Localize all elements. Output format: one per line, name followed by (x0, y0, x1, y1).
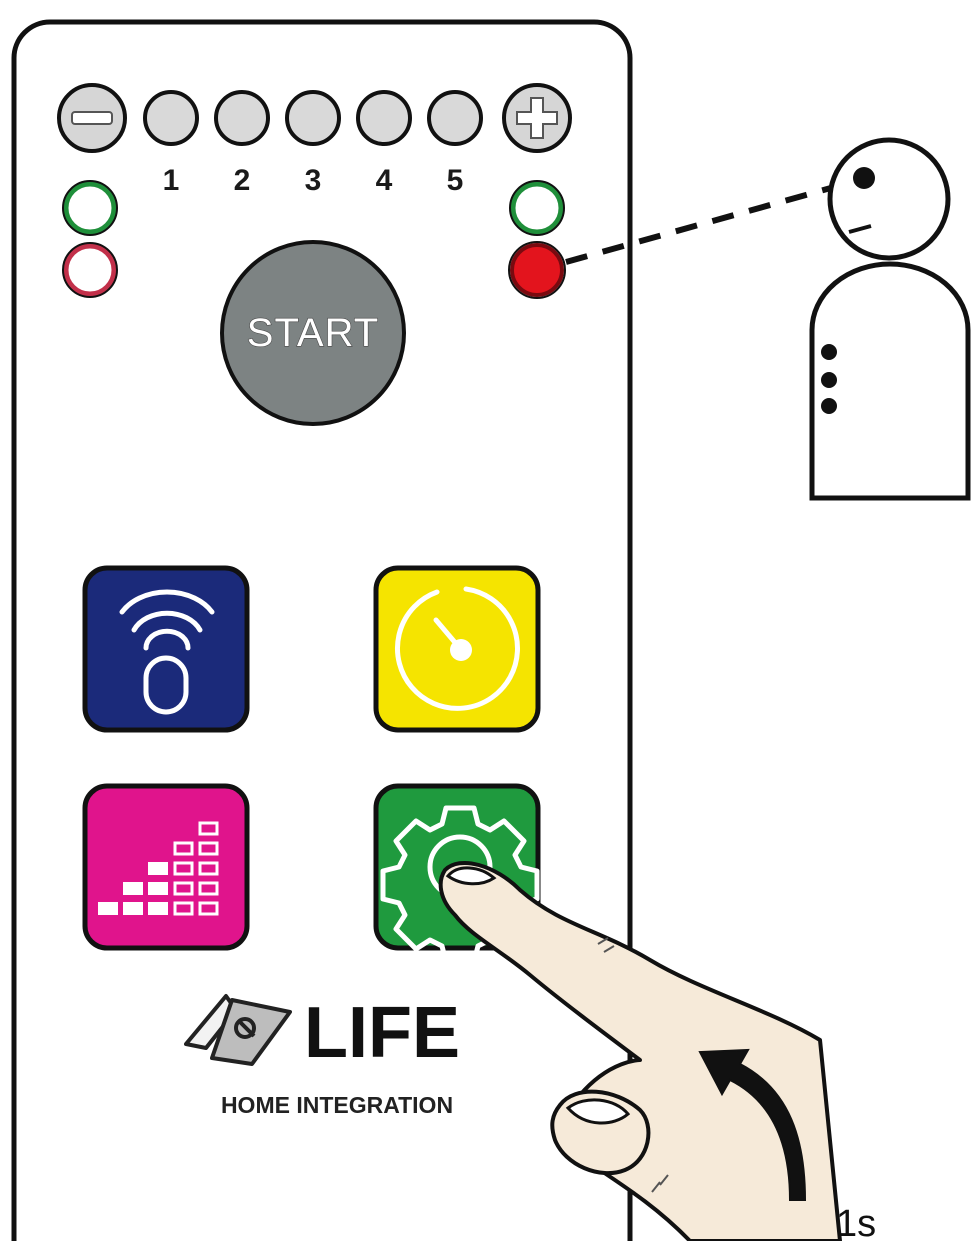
minus-icon (72, 112, 112, 124)
left-red-led (66, 246, 114, 294)
brand-tagline: HOME INTEGRATION (221, 1092, 453, 1118)
hold-duration-label: 1s (836, 1203, 876, 1241)
level-led-4 (358, 92, 410, 144)
level-led-3 (287, 92, 339, 144)
level-led-1 (145, 92, 197, 144)
minus-button[interactable] (59, 85, 125, 151)
person-icon (812, 140, 968, 498)
left-green-led (66, 184, 114, 232)
start-label: START (247, 311, 379, 355)
level-label-2: 2 (234, 164, 251, 197)
timer-button[interactable] (376, 568, 538, 730)
level-label-4: 4 (376, 164, 393, 197)
level-label-1: 1 (163, 164, 180, 197)
level-label-5: 5 (447, 164, 464, 197)
level-led-2 (216, 92, 268, 144)
level-label-3: 3 (305, 164, 322, 197)
remote-signal-button[interactable] (85, 568, 247, 730)
right-red-led-lit (512, 245, 562, 295)
brand-name: LIFE (304, 993, 460, 1073)
start-button[interactable]: START (222, 242, 404, 424)
level-bars-button[interactable] (85, 786, 247, 948)
life-logo: LIFE HOME INTEGRATION (186, 993, 460, 1118)
right-green-led (513, 184, 561, 232)
plus-button[interactable] (504, 85, 570, 151)
level-led-5 (429, 92, 481, 144)
